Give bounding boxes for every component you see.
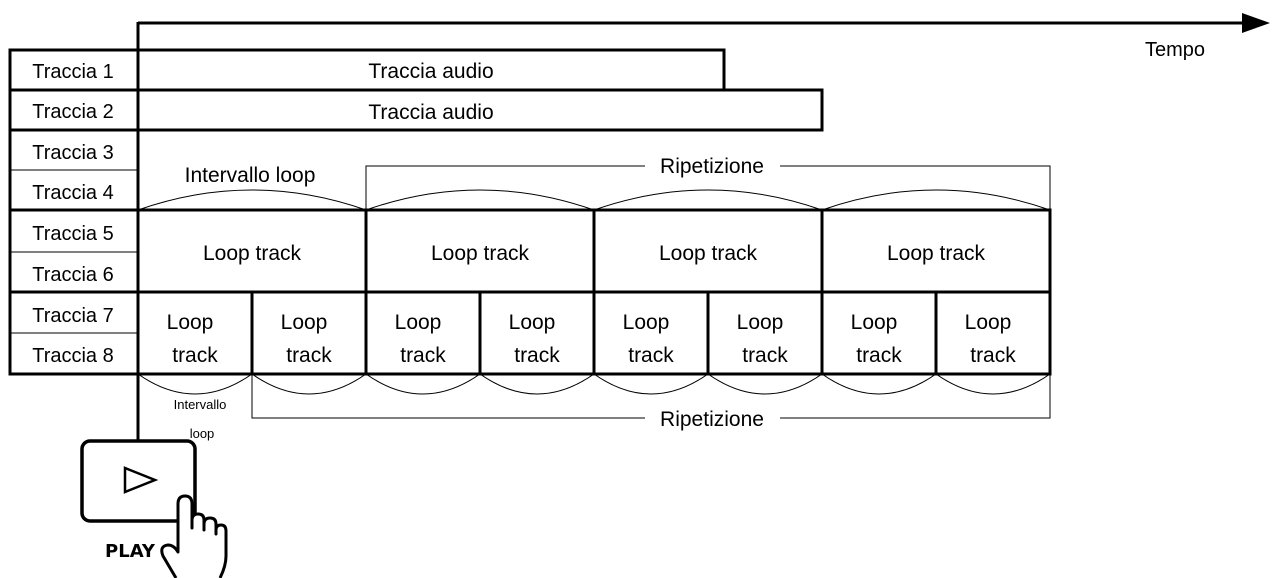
lower-repeat-label: Ripetizione (660, 408, 764, 431)
track-label-column: Traccia 1 Traccia 2 Traccia 3 Traccia 4 … (8, 48, 140, 376)
upper-brace-repeat (593, 189, 823, 211)
track-label-8: Traccia 8 (32, 345, 114, 367)
lower-repeat-bracket-right (780, 374, 1051, 419)
lower-brace-loop (137, 373, 253, 395)
lower-loop-interval-line2: loop (190, 426, 215, 441)
time-axis: Tempo (136, 13, 1270, 61)
upper-loop-interval-label: Intervallo loop (185, 164, 316, 187)
loop-block-label: Loop track (203, 242, 302, 265)
audio-bar-label: Traccia audio (368, 101, 493, 124)
loop-block-label: Loop track (431, 242, 530, 265)
loop-block-label: Loop track (887, 242, 986, 265)
repeat-bracket-left (365, 165, 645, 210)
loop-small-row: Loop track Loop track Loop track Loop tr… (136, 290, 1052, 376)
upper-brace-repeat (821, 189, 1051, 211)
lower-braces: Ripetizione Intervallo loop (137, 373, 1051, 441)
track-label-7: Traccia 7 (32, 305, 114, 327)
loop-small-line1: Loop (281, 311, 328, 334)
loop-small-line1: Loop (737, 311, 784, 334)
axis-label: Tempo (1145, 39, 1205, 61)
track-label-2: Traccia 2 (32, 101, 114, 123)
audio-bar-label: Traccia audio (368, 60, 493, 83)
loop-small-line2: track (400, 344, 446, 367)
track-label-1: Traccia 1 (32, 61, 114, 83)
track-label-6: Traccia 6 (32, 264, 114, 286)
lower-loop-interval-line1: Intervallo (174, 397, 227, 412)
loop-small-line1: Loop (509, 311, 556, 334)
play-triangle-icon (123, 466, 159, 494)
play-button-label: PLAY (105, 541, 156, 562)
pointing-hand-icon (160, 494, 228, 578)
loop-block-row: Loop track Loop track Loop track Loop tr… (136, 208, 1052, 294)
upper-brace-loop (137, 189, 367, 211)
track-label-5: Traccia 5 (32, 223, 114, 245)
loop-small-line1: Loop (623, 311, 670, 334)
arrow-icon (1242, 13, 1270, 33)
loop-small-line1: Loop (965, 311, 1012, 334)
track-label-3: Traccia 3 (32, 142, 114, 164)
loop-small-line2: track (514, 344, 560, 367)
loop-small-line2: track (286, 344, 332, 367)
repeat-bracket-right (780, 165, 1051, 210)
loop-block-label: Loop track (659, 242, 758, 265)
loop-small-line2: track (742, 344, 788, 367)
play-button[interactable]: PLAY (80, 439, 197, 562)
loop-small-line2: track (628, 344, 674, 367)
loop-small-line1: Loop (851, 311, 898, 334)
loop-small-line2: track (856, 344, 902, 367)
upper-braces: Intervallo loop Ripetizione (137, 155, 1051, 211)
audio-bar-1: Traccia audio (138, 48, 726, 92)
loop-small-line1: Loop (167, 311, 214, 334)
track-label-4: Traccia 4 (32, 182, 114, 204)
play-button-frame[interactable] (80, 439, 197, 523)
lower-repeat-bracket-left (251, 374, 645, 419)
upper-brace-repeat (365, 189, 595, 211)
loop-small-line1: Loop (395, 311, 442, 334)
loop-small-line2: track (970, 344, 1016, 367)
audio-bar-2: Traccia audio (138, 88, 824, 132)
loop-small-line2: track (172, 344, 218, 367)
upper-repeat-label: Ripetizione (660, 155, 764, 178)
